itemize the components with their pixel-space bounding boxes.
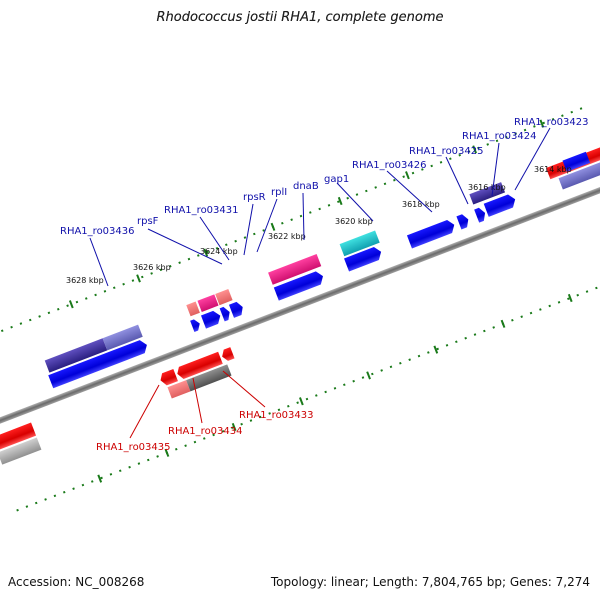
gene-box-indigo (469, 182, 506, 205)
bottom-feature-row (0, 364, 232, 465)
gene-box-pink (268, 253, 322, 285)
forward-gene-arrow (344, 246, 382, 272)
leader-line (222, 370, 266, 408)
genome-backbone (0, 172, 600, 437)
ruler-label: 3624 kbp (200, 247, 238, 256)
reverse-gene-arrow (222, 347, 235, 361)
gene-label[interactable]: RHA1_ro03423 (514, 117, 589, 128)
major-tick (539, 119, 545, 128)
major-tick (164, 448, 170, 457)
gene-label[interactable]: RHA1_ro03435 (96, 442, 171, 453)
reverse-gene-arrow (160, 368, 178, 386)
major-tick (366, 371, 371, 380)
rotated-track (0, 104, 600, 512)
ruler-label: 3628 kbp (66, 276, 104, 285)
reverse-gene-arrow (0, 422, 37, 451)
major-tick (231, 422, 237, 432)
forward-gene-arrow (200, 310, 221, 329)
top-gene-labels: RHA1_ro03436 rpsF RHA1_ro03431 rpsR rplI… (60, 117, 589, 237)
major-tick (337, 196, 343, 206)
ruler-ticks (68, 119, 573, 483)
gene-label[interactable]: RHA1_ro03431 (164, 205, 239, 216)
gene-box-gray (186, 364, 232, 392)
gene-box-lightred (186, 301, 200, 317)
major-tick (203, 248, 209, 257)
gene-box-lightred (215, 288, 233, 306)
gene-label[interactable]: RHA1_ro03424 (462, 131, 537, 142)
gene-box-lightgray (0, 437, 42, 465)
genome-title: Rhodococcus jostii RHA1, complete genome (156, 10, 444, 25)
forward-gene-arrow (273, 271, 323, 301)
leader-line (491, 142, 500, 197)
ruler-label: 3618 kbp (402, 200, 440, 209)
major-tick (472, 145, 478, 154)
forward-gene-arrow (107, 340, 147, 366)
gene-label[interactable]: gap1 (324, 174, 349, 185)
forward-gene-arrow (219, 306, 230, 322)
forward-gene-arrow (406, 219, 455, 249)
gene-label[interactable]: rplI (271, 187, 287, 198)
gene-label[interactable]: rpsF (137, 216, 159, 227)
top-feature-row (44, 146, 600, 373)
bottom-gene-labels: RHA1_ro03435 RHA1_ro03434 RHA1_ro03433 (96, 410, 314, 453)
gene-label[interactable]: dnaB (293, 181, 319, 192)
ruler-label: 3626 kbp (133, 263, 171, 272)
ruler-label: 3620 kbp (335, 217, 373, 226)
bottom-leader-lines (129, 370, 266, 439)
forward-gene-arrow (562, 151, 591, 172)
reverse-genes (0, 347, 235, 451)
gene-label[interactable]: RHA1_ro03425 (409, 146, 484, 157)
forward-gene-arrow (483, 194, 516, 217)
reverse-gene-arrow (177, 351, 223, 379)
ruler-labels: 3628 kbp 3626 kbp 3624 kbp 3622 kbp 3620… (66, 165, 572, 285)
leader-line (192, 377, 203, 424)
leader-line (514, 127, 551, 191)
gene-box-slate (102, 324, 143, 351)
genome-summary-text: Topology: linear; Length: 7,804,765 bp; … (270, 575, 590, 589)
leader-line (445, 156, 469, 205)
gene-label[interactable]: RHA1_ro03434 (168, 426, 243, 437)
gene-label[interactable]: RHA1_ro03426 (352, 160, 427, 171)
leader-line (256, 198, 278, 253)
ruler-label: 3614 kbp (534, 165, 572, 174)
leader-line (302, 192, 305, 241)
gene-box-slate (558, 156, 600, 190)
forward-gene-arrow (456, 214, 469, 230)
forward-gene-arrow (228, 301, 243, 318)
forward-gene-arrow (48, 352, 116, 389)
gene-label[interactable]: rpsR (243, 192, 266, 203)
ruler-label: 3616 kbp (468, 183, 506, 192)
major-tick (500, 319, 506, 328)
leader-line (386, 170, 433, 213)
forward-genes (48, 151, 591, 389)
major-tick (68, 300, 74, 309)
leader-line (336, 182, 374, 222)
gene-box-cyan (339, 230, 380, 257)
major-tick (270, 222, 276, 231)
forward-gene-arrow (190, 319, 200, 332)
leader-line (147, 228, 223, 265)
leader-line (129, 384, 160, 439)
forward-gene-arrow (474, 207, 486, 223)
leader-line (199, 216, 230, 261)
major-tick (405, 171, 410, 180)
gene-label[interactable]: RHA1_ro03436 (60, 226, 135, 237)
gene-box-lightred (167, 380, 191, 399)
accession-text: Accession: NC_008268 (8, 575, 145, 589)
gene-box-pink (197, 294, 219, 312)
major-tick (567, 293, 573, 303)
leader-line (89, 237, 109, 287)
genome-title: Rhodococcus jostii RHA1, complete genome (156, 10, 444, 25)
ruler-label: 3622 kbp (268, 232, 306, 241)
gene-box-indigo (44, 338, 108, 373)
major-tick (136, 274, 141, 283)
gene-label[interactable]: RHA1_ro03433 (239, 410, 314, 421)
major-tick (97, 474, 103, 483)
major-tick (299, 397, 304, 406)
top-leader-lines (89, 127, 551, 287)
major-tick (433, 345, 439, 354)
leader-line (243, 203, 254, 256)
